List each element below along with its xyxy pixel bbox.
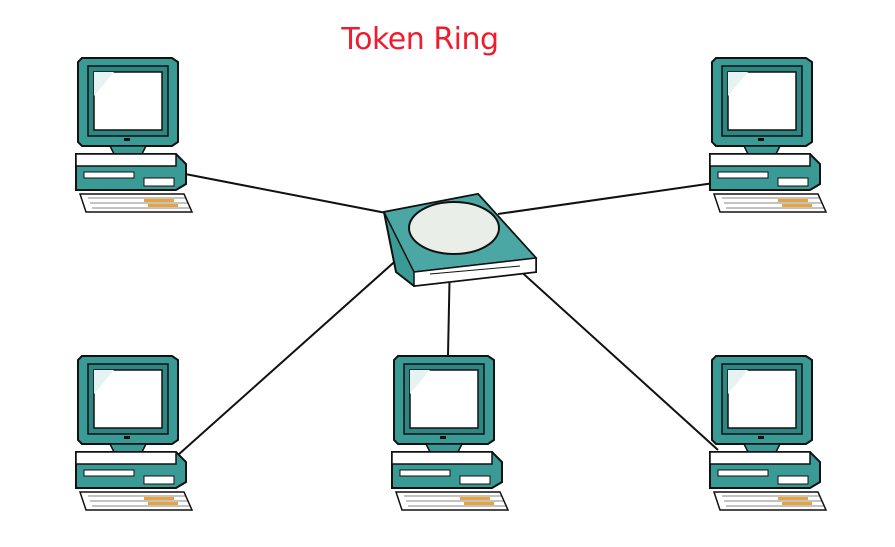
cable-top-right bbox=[497, 182, 715, 215]
computer-top-left-icon bbox=[75, 57, 193, 213]
computer-bottom-left-icon bbox=[75, 355, 193, 511]
computer-top-right-icon bbox=[709, 57, 827, 213]
cable-bottom-right bbox=[505, 257, 719, 451]
cable-bottom-left bbox=[177, 247, 411, 456]
cable-top-left bbox=[179, 172, 413, 219]
token-ring-hub-icon bbox=[382, 192, 538, 288]
computer-bottom-center-icon bbox=[391, 355, 509, 511]
computer-bottom-right-icon bbox=[709, 355, 827, 511]
network-cables bbox=[177, 172, 719, 456]
diagram-title: Token Ring bbox=[341, 22, 499, 57]
